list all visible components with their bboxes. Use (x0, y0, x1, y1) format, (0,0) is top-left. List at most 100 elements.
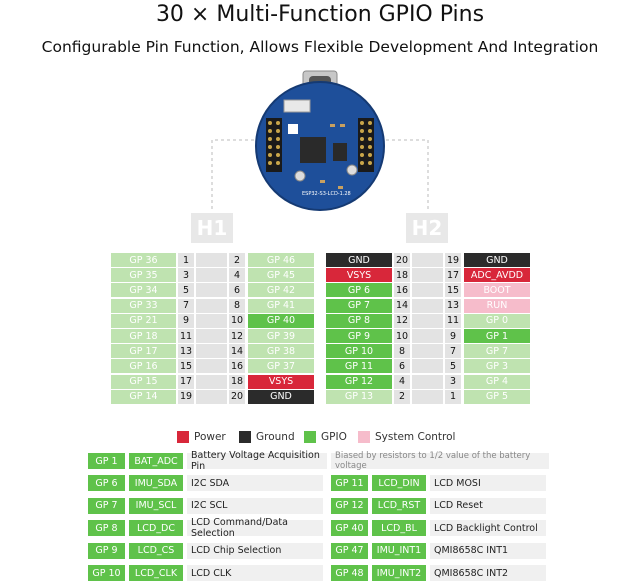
pin-number: 15 (445, 283, 461, 298)
legend-ground: Ground (239, 430, 295, 444)
function-gpio: GP 11 (331, 475, 368, 491)
pin-number: 8 (394, 344, 410, 359)
function-name: LCD_RST (372, 497, 426, 514)
pin-label: VSYS (326, 268, 392, 283)
function-description: Battery Voltage Acquisition Pin (187, 450, 327, 472)
function-name: LCD_DIN (372, 475, 426, 491)
pin-label: GND (326, 253, 392, 267)
pin-number: 6 (394, 359, 410, 374)
pin-number: 15 (178, 359, 194, 374)
legend-gpio-label: GPIO (321, 431, 347, 443)
pin-spacer (412, 253, 443, 267)
pin-number: 11 (178, 329, 194, 343)
pin-label: GP 4 (464, 374, 530, 389)
pin-spacer (196, 253, 227, 267)
pin-number: 7 (178, 298, 194, 313)
function-description: LCD CLK (187, 565, 323, 581)
board-illustration: ESP32-S3-LCD-1.28 (211, 70, 429, 212)
pin-label: RUN (464, 298, 530, 313)
function-name: IMU_INT1 (372, 542, 426, 559)
pin-spacer (412, 389, 443, 404)
pin-label: GP 39 (248, 329, 314, 343)
pin-number: 18 (394, 268, 410, 283)
legend-system-control: System Control (358, 430, 455, 444)
pin-number: 13 (445, 298, 461, 313)
pin-label: GND (248, 389, 314, 404)
pin-number: 10 (229, 313, 245, 328)
function-description: LCD Reset (430, 497, 546, 514)
function-description: I2C SCL (187, 497, 323, 514)
pin-label: GP 34 (111, 283, 176, 298)
pin-label: GP 41 (248, 298, 314, 313)
pin-label: GP 12 (326, 374, 392, 389)
pin-spacer (196, 283, 227, 298)
pin-label: BOOT (464, 283, 530, 298)
pin-label: GP 42 (248, 283, 314, 298)
h2-header-label: H2 (406, 213, 448, 243)
pin-label: GP 1 (464, 329, 530, 343)
h1-connector-line (211, 139, 260, 212)
pin-label: GP 15 (111, 374, 176, 389)
pin-number: 16 (229, 359, 245, 374)
function-gpio: GP 7 (88, 497, 125, 514)
legend-system-label: System Control (375, 431, 456, 443)
function-description: QMI8658C INT2 (430, 565, 546, 581)
pin-spacer (196, 268, 227, 283)
pin-number: 3 (178, 268, 194, 283)
pin-number: 18 (229, 374, 245, 389)
pin-label: GP 18 (111, 329, 176, 343)
pin-label: GP 16 (111, 359, 176, 374)
pin-label: GP 5 (464, 389, 530, 404)
pin-label: GP 6 (326, 283, 392, 298)
function-name: LCD_DC (129, 520, 183, 536)
legend-gpio-swatch (304, 431, 316, 443)
pin-label: ADC_AVDD (464, 268, 530, 283)
function-description: LCD MOSI (430, 475, 546, 491)
pin-label: GP 38 (248, 344, 314, 359)
legend-ground-label: Ground (256, 431, 295, 443)
pin-spacer (196, 329, 227, 343)
function-description: QMI8658C INT1 (430, 542, 546, 559)
function-description: LCD Backlight Control (430, 520, 546, 536)
pin-number: 12 (394, 313, 410, 328)
legend-system-swatch (358, 431, 370, 443)
pin-number: 19 (445, 253, 461, 267)
pin-number: 2 (394, 389, 410, 404)
pin-spacer (196, 359, 227, 374)
page-subtitle: Configurable Pin Function, Allows Flexib… (41, 38, 599, 56)
pin-label: GP 46 (248, 253, 314, 267)
function-gpio: GP 12 (331, 497, 368, 514)
pin-number: 17 (178, 374, 194, 389)
pin-label: GND (464, 253, 530, 267)
function-name: LCD_BL (372, 520, 426, 536)
pin-label: GP 7 (464, 344, 530, 359)
function-name: IMU_SCL (129, 497, 183, 514)
pin-spacer (196, 374, 227, 389)
pin-label: GP 35 (111, 268, 176, 283)
pin-spacer (412, 313, 443, 328)
pin-spacer (196, 344, 227, 359)
pin-label: GP 7 (326, 298, 392, 313)
pin-number: 6 (229, 283, 245, 298)
pin-spacer (412, 283, 443, 298)
pin-spacer (412, 359, 443, 374)
pin-number: 16 (394, 283, 410, 298)
function-gpio: GP 48 (331, 565, 368, 581)
pin-label: GP 40 (248, 313, 314, 328)
pin-spacer (412, 298, 443, 313)
battery-connector (283, 99, 311, 113)
pin-number: 5 (445, 359, 461, 374)
function-name: IMU_INT2 (372, 565, 426, 581)
h1-header-pins (266, 118, 282, 172)
h2-header-pins (358, 118, 374, 172)
pin-number: 14 (394, 298, 410, 313)
pin-number: 12 (229, 329, 245, 343)
board-silkscreen: ESP32-S3-LCD-1.28 (302, 191, 351, 197)
